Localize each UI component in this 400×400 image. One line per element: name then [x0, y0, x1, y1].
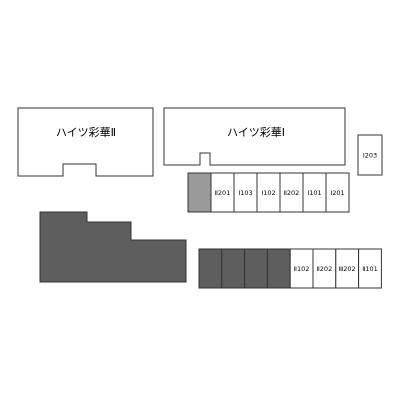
gray-lot [39, 211, 187, 283]
parking-slot-label: Ⅱ202 [317, 265, 333, 273]
parking-slot-label: Ⅱ102 [294, 265, 310, 273]
parking-slot-lower-1 [198, 248, 223, 289]
parking-slot-lower-3 [244, 248, 268, 289]
building-heights-saika-2 [17, 107, 154, 177]
parking-slot-lower-2 [221, 248, 246, 289]
parking-slot-label: Ⅰ103 [238, 189, 252, 197]
parking-slot-upper-1 [187, 172, 212, 213]
building-1-label: ハイツ彩華Ⅰ [227, 126, 285, 139]
parking-slot-upper-7 [325, 172, 350, 213]
parking-row-upper: Ⅱ201 Ⅰ103 Ⅰ102 Ⅱ202 Ⅰ101 Ⅰ201 [187, 172, 350, 213]
parking-slot-label: Ⅰ102 [261, 189, 275, 197]
parking-slot-label: Ⅱ202 [284, 189, 300, 197]
parking-slot-label: Ⅰ201 [330, 189, 344, 197]
parking-slot-label: Ⅲ202 [339, 265, 356, 273]
building-heights-saika-1 [163, 107, 346, 166]
parking-slot-lower-4 [266, 248, 291, 289]
parking-slot-separate-label: Ⅰ203 [363, 152, 377, 160]
parking-slot-lower-8 [358, 248, 382, 289]
parking-slot-label: Ⅱ201 [215, 189, 231, 197]
parking-row-lower: Ⅱ102 Ⅱ202 Ⅲ202 Ⅱ101 [198, 248, 382, 289]
parking-slot-label: Ⅰ101 [307, 189, 321, 197]
parking-slot-label: Ⅱ101 [362, 265, 378, 273]
building-2-label: ハイツ彩華Ⅱ [56, 126, 116, 139]
parking-slot-separate [357, 134, 383, 176]
